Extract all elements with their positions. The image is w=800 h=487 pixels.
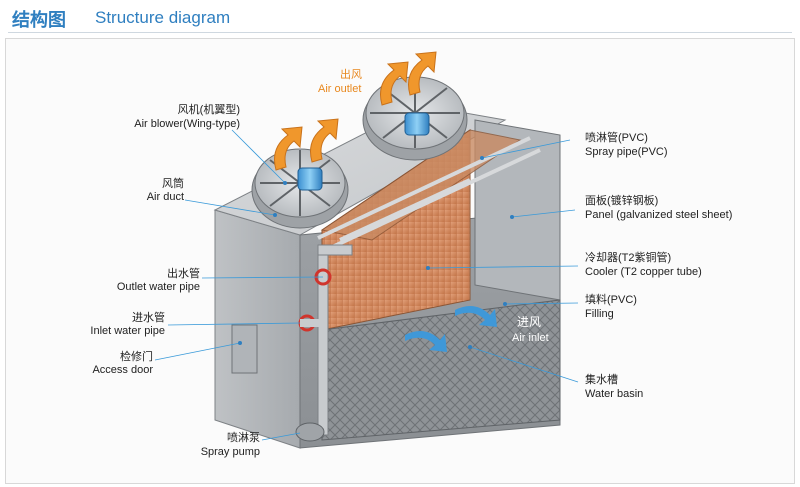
label-air-outlet-cn: 出风 xyxy=(340,69,362,81)
label-air-duct-cn: 风筒 xyxy=(162,178,184,190)
label-spray-pipe-cn: 喷淋管(PVC) xyxy=(585,132,648,144)
leader-lines xyxy=(154,129,579,441)
label-air-inlet-cn: 进风 xyxy=(517,315,542,329)
page-title-en: Structure diagram xyxy=(95,8,231,27)
water-pipe xyxy=(295,244,353,442)
header: 结构图 Structure diagram xyxy=(0,0,800,36)
header-divider xyxy=(8,32,792,33)
page-title-cn: 结构图 xyxy=(12,10,66,30)
label-air-blower-en: Air blower(Wing-type) xyxy=(134,118,240,130)
label-panel-cn: 面板(镀锌钢板) xyxy=(585,195,659,207)
label-outlet-water-pipe-en: Outlet water pipe xyxy=(116,281,200,293)
label-spray-pipe-en: Spray pipe(PVC) xyxy=(585,146,668,158)
spray-pipes xyxy=(317,136,541,250)
leader-dots xyxy=(238,156,514,349)
fan-unit-left xyxy=(251,148,349,229)
label-access-door-en: Access door xyxy=(92,364,153,376)
air-outlet-arrows xyxy=(274,51,437,171)
label-air-outlet-en: Air outlet xyxy=(318,83,362,95)
label-air-duct-en: Air duct xyxy=(146,191,184,203)
label-outlet-water-pipe-cn: 出水管 xyxy=(167,268,200,280)
label-inlet-water-pipe-cn: 进水管 xyxy=(132,312,165,324)
label-water-basin-cn: 集水槽 xyxy=(585,374,618,386)
access-door xyxy=(231,324,258,374)
label-spray-pump-en: Spray pump xyxy=(200,446,260,458)
label-air-blower-cn: 风机(机翼型) xyxy=(177,104,240,116)
spray-pump-body xyxy=(295,422,325,442)
airflow-arrows xyxy=(405,306,497,352)
label-cooler-cn: 冷却器(T2紫铜管) xyxy=(585,252,672,264)
label-cooler-en: Cooler (T2 copper tube) xyxy=(585,266,702,278)
label-panel-en: Panel (galvanized steel sheet) xyxy=(585,209,733,221)
label-spray-pump-cn: 喷淋泵 xyxy=(227,432,260,444)
label-water-basin-en: Water basin xyxy=(585,388,644,400)
label-inlet-water-pipe-en: Inlet water pipe xyxy=(90,325,165,337)
label-access-door-cn: 检修门 xyxy=(120,351,153,363)
label-air-inlet-en: Air inlet xyxy=(512,332,549,344)
label-filling-cn: 填料(PVC) xyxy=(585,294,637,306)
label-filling-en: Filling xyxy=(585,308,614,320)
